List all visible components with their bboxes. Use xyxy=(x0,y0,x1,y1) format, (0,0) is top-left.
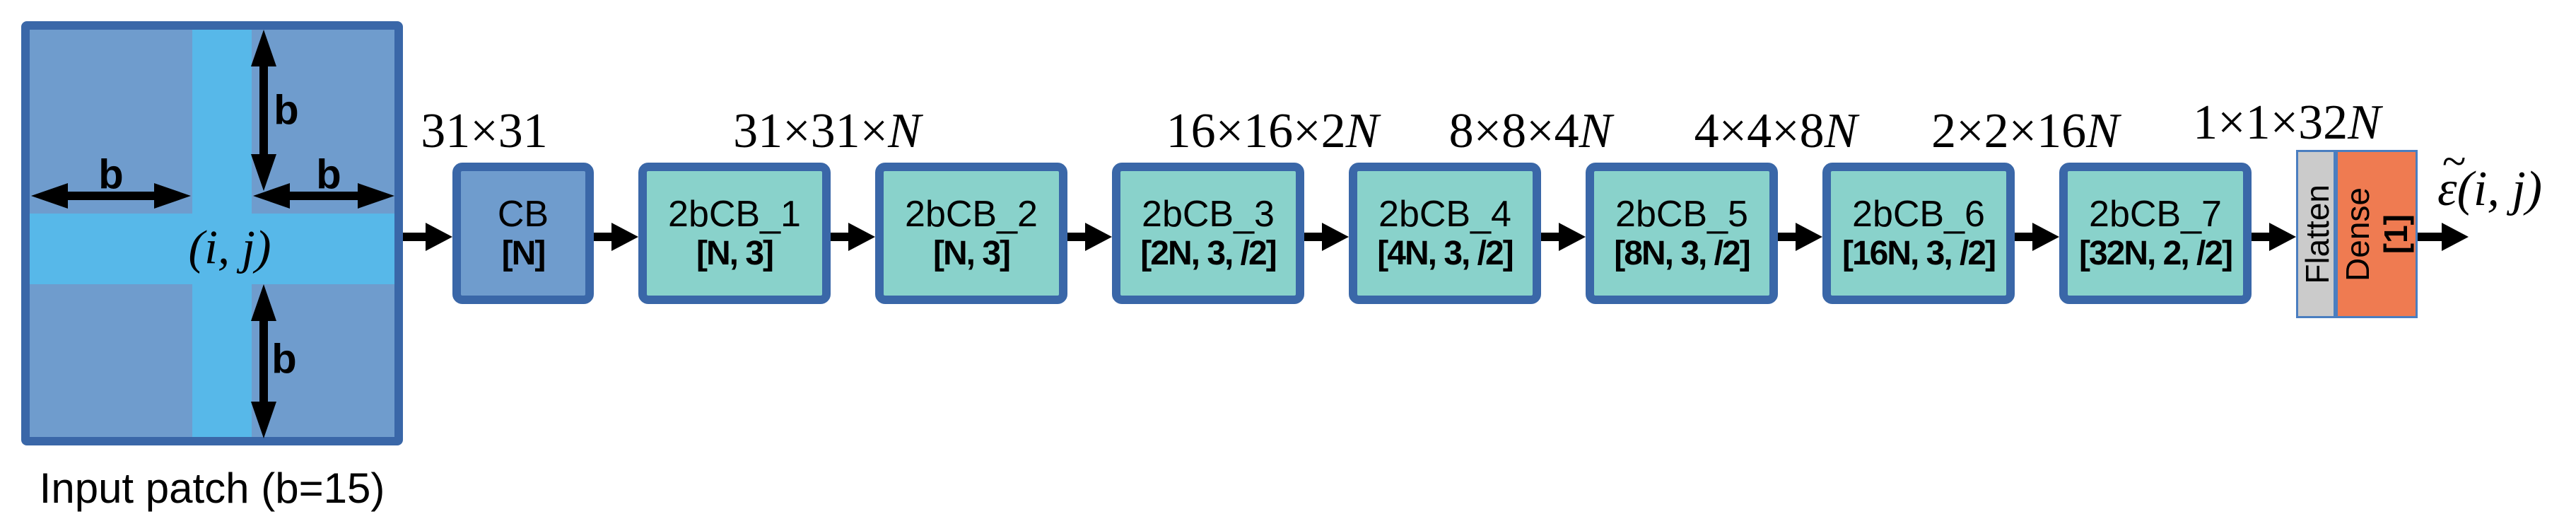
dim-text: 4×4×8 xyxy=(1694,104,1825,158)
pixel-coordinate-label: (i, j) xyxy=(188,220,271,274)
block-params-label: [8N, 3, /2] xyxy=(1614,235,1750,273)
block-params-label: [N] xyxy=(501,235,546,273)
arrow-head xyxy=(1796,223,1822,251)
dense-params-label: [1] xyxy=(2377,214,2415,255)
border-width-label-top: b xyxy=(274,87,299,134)
block-2bcb-6: 2bCB_6 [16N, 3, /2] xyxy=(1822,163,2015,304)
arrow-shaft xyxy=(259,313,268,410)
epsilon-symbol: ε xyxy=(2437,162,2457,216)
input-patch-caption: Input patch (b=15) xyxy=(39,465,385,512)
dim-n: N xyxy=(2086,104,2119,158)
dim-n: N xyxy=(888,104,921,158)
block-name-label: 2bCB_5 xyxy=(1615,194,1748,235)
dim-text: 31×31 xyxy=(421,104,548,158)
arrow-2bcb3-to-2bcb4-icon xyxy=(1304,223,1349,251)
dense-layer: Dense [1] xyxy=(2336,150,2418,318)
dim-label-8x8x4N: 8×8×4N xyxy=(1449,103,1612,160)
dim-n: N xyxy=(1579,104,1612,158)
dim-label-4x4x8N: 4×4×8N xyxy=(1694,103,1858,160)
arrow-shaft xyxy=(59,192,163,200)
arrow-shaft xyxy=(259,58,268,163)
dim-n: N xyxy=(1345,104,1379,158)
arrow-shaft xyxy=(281,192,366,200)
arrow-head xyxy=(251,402,276,438)
arrow-head xyxy=(154,183,191,209)
flatten-label: Flatten xyxy=(2299,184,2336,284)
block-2bcb-2: 2bCB_2 [N, 3] xyxy=(875,163,1067,304)
block-2bcb-7: 2bCB_7 [32N, 2, /2] xyxy=(2059,163,2252,304)
block-name-label: 2bCB_1 xyxy=(668,194,801,235)
b-extent-double-arrow-left-icon xyxy=(31,183,191,209)
border-width-label-right: b xyxy=(316,151,341,198)
dim-label-31x31: 31×31 xyxy=(421,103,547,160)
arrow-head xyxy=(358,183,394,209)
dim-label-16x16x2N: 16×16×2N xyxy=(1166,103,1379,160)
block-name-label: 2bCB_4 xyxy=(1378,194,1511,235)
arrow-cb-to-2bcb1-icon xyxy=(594,223,638,251)
block-params-label: [16N, 3, /2] xyxy=(1842,235,1996,273)
block-params-label: [N, 3] xyxy=(696,235,774,273)
arrow-2bcb5-to-2bcb6-icon xyxy=(1778,223,1822,251)
b-extent-double-arrow-right-icon xyxy=(253,183,394,209)
arrow-dense-to-output-icon xyxy=(2418,223,2469,251)
arrow-head xyxy=(2269,223,2296,251)
arrow-head xyxy=(2032,223,2059,251)
arrow-2bcb2-to-2bcb3-icon xyxy=(1067,223,1112,251)
block-2bcb-4: 2bCB_4 [4N, 3, /2] xyxy=(1349,163,1541,304)
dim-text: 1×1×32 xyxy=(2193,95,2348,150)
arrow-2bcb1-to-2bcb2-icon xyxy=(831,223,875,251)
b-extent-double-arrow-bottom-icon xyxy=(251,284,276,438)
block-2bcb-5: 2bCB_5 [8N, 3, /2] xyxy=(1586,163,1778,304)
block-name-label: 2bCB_6 xyxy=(1852,194,1985,235)
b-extent-double-arrow-top-icon xyxy=(251,30,276,191)
input-patch: b b b b (i, j) xyxy=(21,21,403,445)
block-2bcb-1: 2bCB_1 [N, 3] xyxy=(638,163,831,304)
block-params-label: [N, 3] xyxy=(933,235,1011,273)
block-2bcb-3: 2bCB_3 [2N, 3, /2] xyxy=(1112,163,1304,304)
tilde-accent: ~ xyxy=(2442,138,2466,186)
block-name-label: 2bCB_7 xyxy=(2089,194,2222,235)
border-width-label-bottom: b xyxy=(271,336,297,383)
arrow-patch-to-cb-icon xyxy=(403,223,452,251)
arrow-head xyxy=(2442,223,2469,251)
block-params-label: [32N, 2, /2] xyxy=(2078,235,2233,273)
border-width-label-left: b xyxy=(98,151,124,198)
block-name-label: 2bCB_2 xyxy=(905,194,1038,235)
epsilon-args: (i, j) xyxy=(2457,162,2543,216)
dim-n: N xyxy=(2348,95,2381,150)
block-params-label: [2N, 3, /2] xyxy=(1140,235,1277,273)
arrow-head xyxy=(1559,223,1586,251)
dim-label-1x1x32N: 1×1×32N xyxy=(2193,95,2381,151)
arrow-head xyxy=(848,223,875,251)
arrow-2bcb7-to-flatten-icon xyxy=(2252,223,2296,251)
dim-n: N xyxy=(1824,104,1858,158)
dim-label-2x2x16N: 2×2×16N xyxy=(1931,103,2119,160)
arrow-head xyxy=(426,223,452,251)
arrow-2bcb4-to-2bcb5-icon xyxy=(1541,223,1586,251)
dim-text: 2×2×16 xyxy=(1931,104,2087,158)
block-name-label: 2bCB_3 xyxy=(1142,194,1275,235)
output-epsilon-label: ~ε(i, j) xyxy=(2437,138,2543,218)
flatten-layer: Flatten xyxy=(2296,150,2336,318)
dim-text: 31×31× xyxy=(733,104,889,158)
block-params-label: [4N, 3, /2] xyxy=(1377,235,1514,273)
block-name-label: CB xyxy=(497,194,549,235)
arrow-head xyxy=(1322,223,1349,251)
dim-text: 16×16×2 xyxy=(1166,104,1346,158)
arrow-shaft xyxy=(403,233,433,241)
arrow-2bcb6-to-2bcb7-icon xyxy=(2015,223,2059,251)
arrow-shaft xyxy=(2418,233,2449,241)
block-cb: CB [N] xyxy=(452,163,594,304)
dim-label-31x31xN: 31×31×N xyxy=(733,103,921,160)
arrow-head xyxy=(1085,223,1112,251)
dim-text: 8×8×4 xyxy=(1448,104,1579,158)
arrow-head xyxy=(611,223,638,251)
horizontal-stripe xyxy=(30,214,394,284)
dense-label: Dense xyxy=(2338,187,2376,281)
